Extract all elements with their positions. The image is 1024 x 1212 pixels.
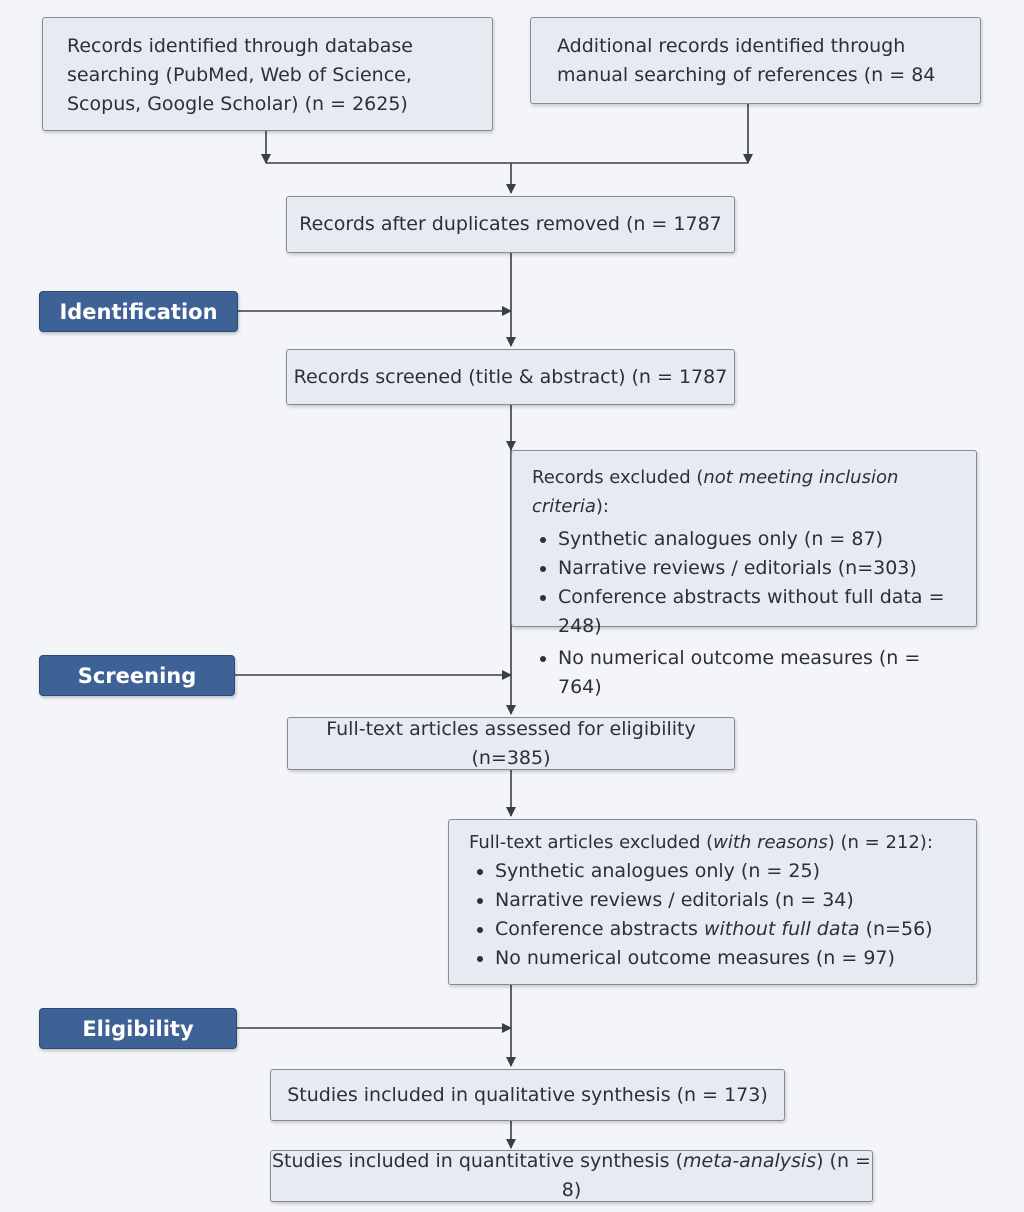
records-excluded-box: Records excluded (not meeting inclusion … (511, 450, 977, 698)
list-item: No numerical outcome measures (n = 764) (558, 644, 966, 702)
records-screened-text: Records screened (title & abstract) (n =… (293, 365, 728, 388)
qualitative-synthesis-text: Studies included in qualitative synthesi… (287, 1083, 768, 1106)
full-text-excluded-list: Synthetic analogues only (n = 25) Narrat… (469, 857, 966, 973)
stage-identification-label: Identification (59, 299, 218, 324)
quantitative-synthesis-text: Studies included in quantitative synthes… (272, 1150, 871, 1201)
list-item: Narrative reviews / editorials (n=303) (558, 554, 966, 583)
duplicates-removed-box: Records after duplicates removed (n = 17… (286, 196, 735, 253)
stage-screening: Screening (39, 655, 235, 696)
full-text-excluded-box: Full-text articles excluded (with reason… (448, 819, 977, 985)
full-text-assessed-text: Full-text articles assessed for eligibil… (326, 717, 696, 769)
stage-screening-label: Screening (77, 663, 197, 688)
stage-eligibility-label: Eligibility (82, 1016, 194, 1041)
manual-search-box: Additional records identified through ma… (530, 17, 981, 104)
quantitative-synthesis-box: Studies included in quantitative synthes… (270, 1150, 873, 1202)
qualitative-synthesis-box: Studies included in qualitative synthesi… (270, 1069, 785, 1121)
records-excluded-list: Synthetic analogues only (n = 87) Narrat… (532, 525, 966, 702)
list-item: Conference abstracts without full data (… (495, 915, 966, 944)
list-item: Synthetic analogues only (n = 87) (558, 525, 966, 554)
full-text-excluded-heading: Full-text articles excluded (with reason… (469, 832, 933, 853)
list-item: No numerical outcome measures (n = 97) (495, 944, 966, 973)
list-item: Conference abstracts without full data =… (558, 583, 966, 641)
records-screened-box: Records screened (title & abstract) (n =… (286, 349, 735, 405)
full-text-assessed-box: Full-text articles assessed for eligibil… (287, 717, 735, 770)
stage-eligibility: Eligibility (39, 1008, 237, 1049)
duplicates-removed-text: Records after duplicates removed (n = 17… (299, 213, 722, 235)
database-search-text: Records identified through database sear… (67, 35, 413, 115)
manual-search-text: Additional records identified through ma… (557, 35, 936, 86)
list-item: Narrative reviews / editorials (n = 34) (495, 886, 966, 915)
database-search-box: Records identified through database sear… (42, 17, 493, 131)
records-excluded-heading: Records excluded (not meeting inclusion … (532, 467, 899, 517)
list-item: Synthetic analogues only (n = 25) (495, 857, 966, 886)
stage-identification: Identification (39, 291, 238, 332)
